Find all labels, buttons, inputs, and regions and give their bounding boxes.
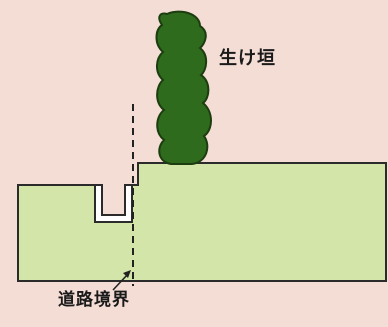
road-boundary-label: 道路境界 xyxy=(58,290,130,310)
side-gutter xyxy=(94,184,133,223)
boundary-leader-arrowhead xyxy=(123,270,131,278)
hedge-label: 生け垣 xyxy=(219,48,276,69)
boundary-leader-line xyxy=(112,273,129,291)
hedge-shape xyxy=(155,10,212,165)
